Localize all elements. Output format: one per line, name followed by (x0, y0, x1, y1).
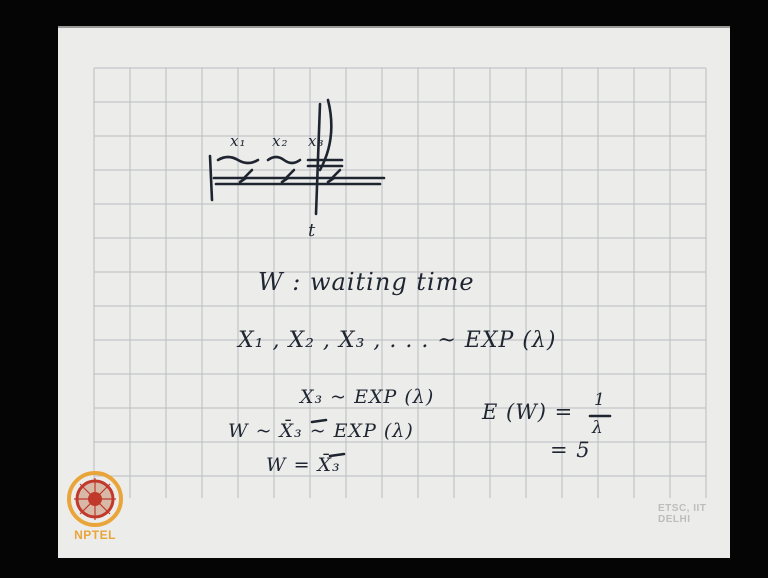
line-equals-five: = 5 (550, 438, 591, 462)
grid-lines (93, 67, 707, 498)
fraction-denominator: λ (592, 418, 604, 438)
label-t: t (308, 220, 317, 241)
watermark: ETSC, IIT DELHI (658, 503, 707, 525)
label-x3: x₃ (308, 132, 325, 150)
line-sequence: X₁ , X₂ , X₃ , . . . ~ EXP (λ) (238, 328, 557, 353)
nptel-logo: NPTEL (64, 468, 126, 550)
line-expectation: E (W) = (482, 400, 574, 424)
line-w-sim: W ~ X̄₃ ~ EXP (λ) (228, 420, 414, 442)
nptel-logo-icon (67, 471, 123, 527)
grid-paper-sheet: x₁ x₂ x₃ t W : waiting time X₁ , X₂ , X₃… (58, 26, 730, 558)
label-x1: x₁ (230, 132, 247, 150)
timeline-sketch (208, 98, 612, 458)
label-x2: x₂ (272, 132, 289, 150)
line-w-eq: W = X̄₃ (266, 454, 341, 476)
line-x3: X₃ ~ EXP (λ) (300, 386, 435, 408)
fraction-numerator: 1 (594, 390, 606, 410)
line-definition: W : waiting time (258, 268, 475, 296)
nptel-logo-text: NPTEL (74, 528, 116, 542)
